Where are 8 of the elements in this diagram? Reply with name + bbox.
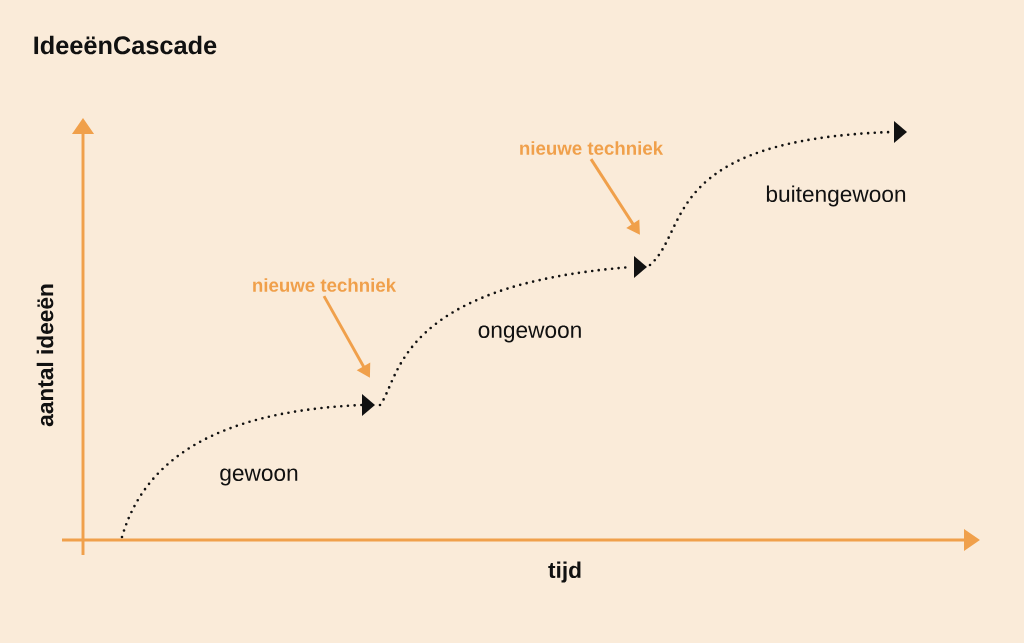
- title: IdeeënCascade: [34, 35, 217, 55]
- axis-label: tijd: [548, 561, 581, 583]
- stage-label: gewoon: [220, 468, 298, 486]
- stage-label: buitengewoon: [766, 185, 906, 207]
- axis-label: aantal ideeën: [36, 284, 54, 427]
- annotation-text: nieuwe techniek: [520, 141, 664, 155]
- annotation-text: nieuwe techniek: [253, 278, 397, 292]
- stage-label: ongewoon: [478, 325, 581, 343]
